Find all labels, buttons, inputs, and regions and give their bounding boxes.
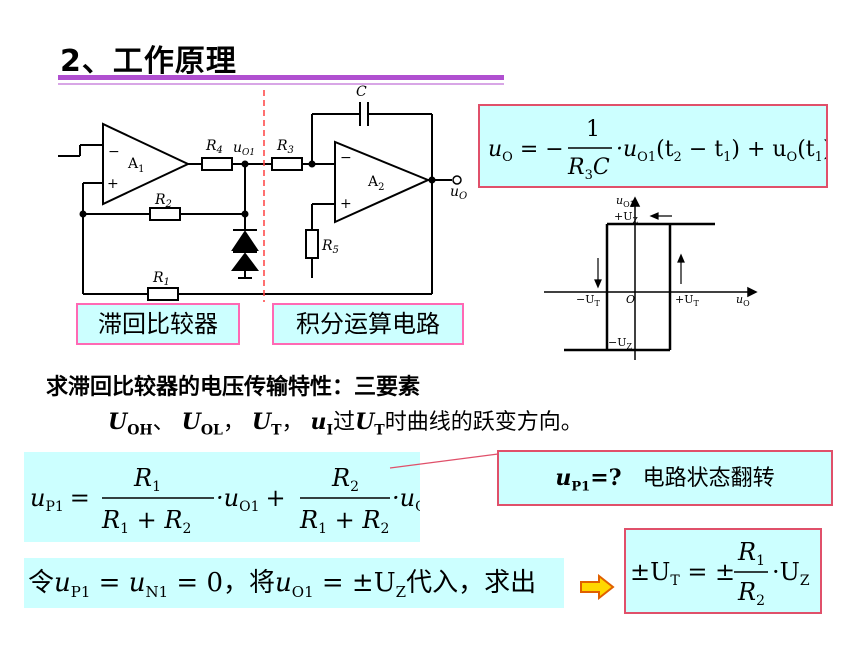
svg-text:R2: R2	[331, 464, 359, 495]
svg-text:·UZ: ·UZ	[772, 558, 810, 589]
label-uo1: uO1	[233, 140, 255, 158]
circuit-diagram: − + A1 − + A2 R4 uO1 R3 C R2 R1 R5 uO	[58, 84, 467, 302]
svg-text:R1: R1	[133, 464, 161, 495]
svg-text:R1: R1	[737, 538, 765, 569]
formula-up1-box: uP1= R1 R1 + R2 ·uO1+ R2 R1 + R2 ·uO	[24, 452, 427, 542]
formula-up1: uP1= R1 R1 + R2 ·uO1+ R2 R1 + R2 ·uO	[30, 464, 427, 537]
resistor-r3	[271, 157, 303, 171]
svg-text:R1 + R2: R1 + R2	[101, 506, 191, 537]
label-uo: uO	[450, 184, 467, 202]
label-c: C	[356, 84, 367, 100]
plus-a2: +	[340, 196, 352, 212]
svg-text:uO1: uO1	[616, 194, 635, 209]
page-title: 2、工作原理	[60, 44, 237, 79]
substitution-statement-box: 令uP1 = uN1 = 0，将uO1 = ±UZ代入，求出	[24, 558, 564, 608]
label-r1: R1	[152, 270, 170, 288]
text-line-elements: UOH、 UOL， UT， uI过UT时曲线的跃变方向。	[108, 409, 583, 439]
opamp-a1	[102, 122, 191, 206]
right-arrow-icon	[580, 574, 615, 600]
svg-text:O: O	[626, 293, 635, 306]
svg-text:·uO: ·uO	[392, 484, 420, 515]
transfer-characteristic-graph: uO1 +UZ −UZ −UT O +UT uO	[544, 194, 758, 360]
svg-text:+UT: +UT	[675, 293, 700, 308]
label-integrator: 积分运算电路	[272, 303, 464, 345]
connector-line	[389, 453, 499, 469]
label-a1: A1	[127, 156, 145, 175]
opamp-a2	[334, 140, 431, 224]
svg-text:±UT = ±: ±UT = ±	[630, 558, 735, 589]
svg-text:R2: R2	[737, 578, 765, 609]
svg-text:uP1=: uP1=	[30, 484, 90, 515]
label-a2: A2	[367, 174, 385, 193]
plus-a1: +	[107, 176, 119, 192]
svg-text:uO = −: uO = −	[488, 137, 564, 165]
title-underline-shadow	[58, 83, 504, 85]
minus-a2: −	[340, 150, 352, 166]
threshold-formula-box: ±UT = ± R1 R2 ·UZ	[624, 528, 822, 614]
formula-integrator: uO = − 1 R3C ·uO1(t2 − t1) + uO(t1)	[488, 117, 832, 183]
svg-text:−UZ: −UZ	[608, 336, 633, 351]
resistor-r4	[201, 157, 233, 171]
resistor-r5	[305, 229, 319, 259]
resistor-r1	[147, 287, 179, 301]
svg-text:R3C: R3C	[567, 155, 610, 183]
label-r4: R4	[205, 138, 223, 156]
svg-text:·uO1(t2 − t1) + uO(t1): ·uO1(t2 − t1) + uO(t1)	[616, 137, 826, 165]
title-underline	[58, 75, 504, 80]
minus-a1: −	[108, 144, 120, 160]
threshold-formula: ±UT = ± R1 R2 ·UZ	[630, 538, 810, 609]
svg-text:·uO1+: ·uO1+	[216, 484, 286, 515]
label-r3: R3	[276, 138, 294, 156]
svg-text:R1 + R2: R1 + R2	[299, 506, 389, 537]
svg-text:1: 1	[586, 117, 600, 142]
text-line-three-elements: 求滞回比较器的电压传输特性：三要素	[46, 375, 421, 400]
state-flip-box: uP1=? 电路状态翻转	[497, 450, 833, 506]
svg-text:+UZ: +UZ	[614, 210, 639, 225]
label-r5: R5	[321, 238, 339, 256]
formula-integrator-box: uO = − 1 R3C ·uO1(t2 − t1) + uO(t1)	[478, 104, 832, 188]
svg-text:−UT: −UT	[576, 293, 601, 308]
svg-text:uO: uO	[736, 293, 750, 308]
label-hysteresis-comparator: 滞回比较器	[76, 303, 240, 345]
label-r2: R2	[154, 192, 172, 210]
